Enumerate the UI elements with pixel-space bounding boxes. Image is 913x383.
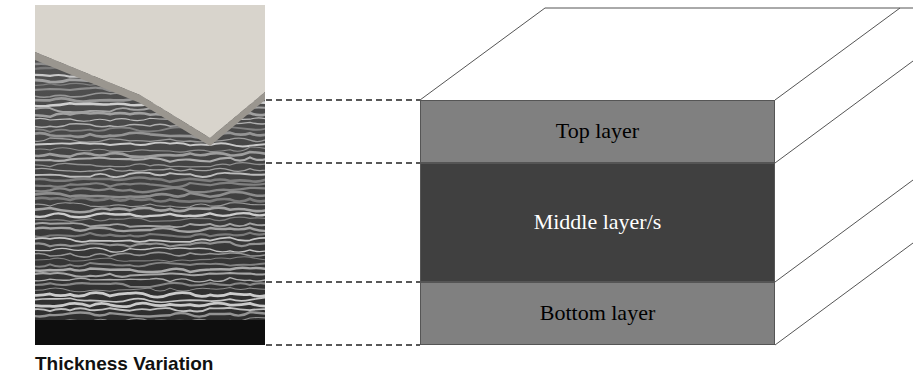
dashed-guides [266, 100, 420, 345]
layer-label: Top layer [548, 119, 647, 143]
layer-label: Middle layer/s [526, 210, 670, 234]
figure-caption: Thickness Variation [35, 353, 213, 375]
sem-photo [35, 5, 265, 345]
bottom-layer-band: Bottom layer [420, 282, 775, 345]
top-layer-band: Top layer [420, 100, 775, 163]
layer-label: Bottom layer [532, 301, 663, 325]
middle-layer-band: Middle layer/s [420, 163, 775, 282]
block-perspective [420, 8, 913, 345]
